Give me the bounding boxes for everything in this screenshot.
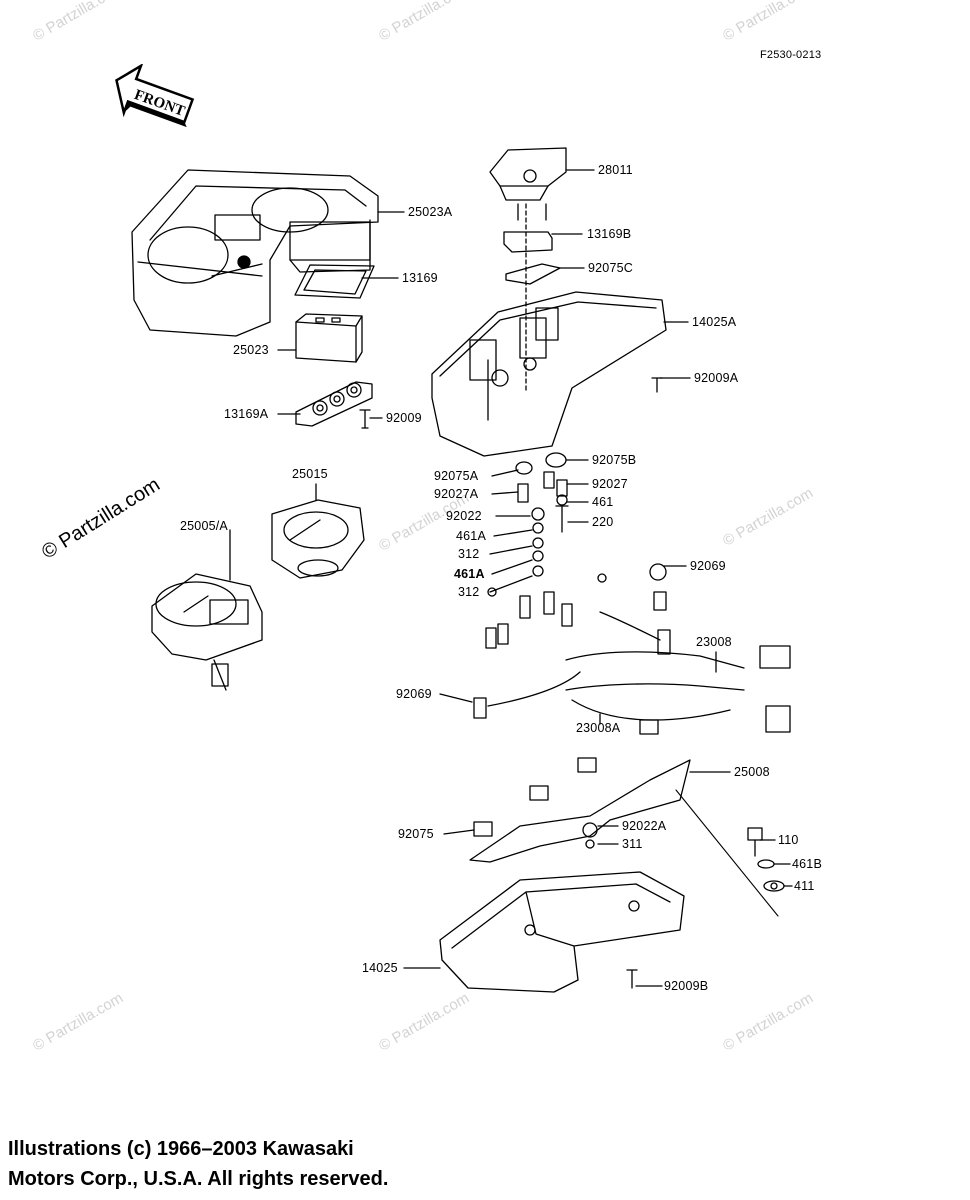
part-label: 461A — [456, 529, 486, 543]
part-label: 13169 — [402, 271, 438, 285]
screw-part — [359, 409, 371, 429]
part-label: 461A — [454, 567, 485, 581]
screw-part — [626, 969, 638, 989]
tachometer-part — [271, 499, 365, 579]
part-label: 461B — [792, 857, 822, 871]
indicator-part — [295, 313, 363, 363]
part-label: 92069 — [690, 559, 726, 573]
switch-bracket-part — [489, 147, 567, 221]
part-label: 461 — [592, 495, 614, 509]
part-label: 110 — [778, 833, 799, 847]
diagram-code: F2530-0213 — [760, 49, 822, 61]
part-label: 14025 — [362, 961, 398, 975]
part-label: 92009 — [386, 411, 422, 425]
speedometer-part — [151, 573, 263, 691]
part-label: 92075 — [398, 827, 434, 841]
part-label: 312 — [458, 547, 480, 561]
wire-harness-part — [473, 563, 791, 733]
upper-housing-part — [431, 291, 667, 457]
part-label: 14025A — [692, 315, 737, 329]
screw-part — [651, 377, 663, 393]
part-label: 92027A — [434, 487, 479, 501]
part-label: 92069 — [396, 687, 432, 701]
meter-cover-part — [131, 169, 379, 337]
part-label: 311 — [622, 837, 643, 851]
part-label: 92075C — [588, 261, 633, 275]
copyright-line: Motors Corp., U.S.A. All rights reserved… — [8, 1168, 389, 1190]
part-label: 411 — [794, 879, 815, 893]
lower-cover-part — [439, 871, 685, 993]
part-label: 312 — [458, 585, 480, 599]
front-arrow-icon: FRONT — [115, 64, 195, 128]
part-label: 25023A — [408, 205, 453, 219]
part-label: 92009B — [664, 979, 709, 993]
part-label: 25005/A — [180, 519, 228, 533]
part-label: 23008 — [696, 635, 732, 649]
part-label: 220 — [592, 515, 614, 529]
copyright-notice: Illustrations (c) 1966–2003 Kawasaki Mot… — [8, 1134, 388, 1194]
copyright-line: Illustrations (c) 1966–2003 Kawasaki — [8, 1138, 354, 1160]
grommet-part — [515, 452, 569, 577]
part-label: 92009A — [694, 371, 739, 385]
part-label: 92022A — [622, 819, 667, 833]
part-label: 92022 — [446, 509, 482, 523]
part-label: 13169A — [224, 407, 269, 421]
part-label: 28011 — [598, 163, 633, 177]
part-label: 92075B — [592, 453, 637, 467]
socket-plate-part — [295, 381, 373, 427]
part-label: 25008 — [734, 765, 770, 779]
part-label: 23008A — [576, 721, 621, 735]
window-part — [294, 264, 375, 299]
part-label: 92075A — [434, 469, 479, 483]
meter-bracket-part — [469, 719, 691, 863]
plate-part — [503, 231, 553, 253]
part-label: 92027 — [592, 477, 628, 491]
part-label: 25015 — [292, 467, 328, 481]
part-label: 25023 — [233, 343, 269, 357]
part-label: 13169B — [587, 227, 632, 241]
damper-part — [505, 263, 561, 285]
